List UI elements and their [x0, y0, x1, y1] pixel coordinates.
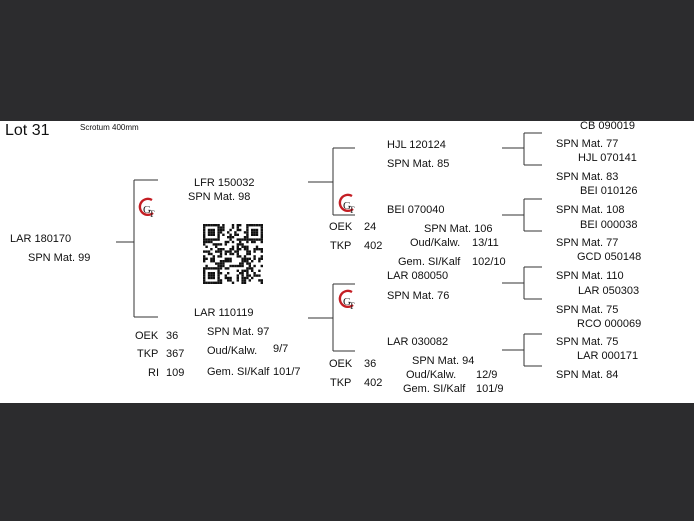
- dam-dam-id: LAR 030082: [387, 336, 449, 348]
- sire-dam-id: BEI 070040: [387, 204, 445, 216]
- dam-sire-spn: SPN Mat. 76: [387, 290, 450, 302]
- ggp-id: BEI 010126: [580, 185, 638, 197]
- dam-dam-gem-value: 101/9: [476, 383, 504, 395]
- dam-dam-spn: SPN Mat. 94: [412, 355, 475, 367]
- dam-gem-label: Gem. SI/Kalf: [207, 366, 270, 378]
- dam-dam-stat-label: TKP: [330, 377, 352, 389]
- sire-dam-oud-label: Oud/Kalw.: [410, 237, 461, 249]
- sire-dam-stat-label: OEK: [329, 221, 353, 233]
- dam-dam-stat-value: 36: [364, 358, 377, 370]
- dam-stat-value: 36: [166, 330, 179, 342]
- ggp-spn: SPN Mat. 75: [556, 304, 619, 316]
- sire-dam-spn: SPN Mat. 106: [424, 223, 493, 235]
- dam-spn: SPN Mat. 97: [207, 326, 270, 338]
- sire-dam-stat-label: TKP: [330, 240, 352, 252]
- sire-dam-stat-value: 24: [364, 221, 377, 233]
- dam-stat-label: RI: [148, 367, 159, 379]
- ggp-id: LAR 000171: [577, 350, 639, 362]
- ggp-id: LAR 050303: [578, 285, 640, 297]
- sire-spn: SPN Mat. 98: [188, 191, 251, 203]
- lot-number: Lot 31: [5, 122, 50, 139]
- breeder-logo-icon: G T: [338, 193, 355, 215]
- dam-stat-label: TKP: [137, 348, 159, 360]
- ggp-spn: SPN Mat. 84: [556, 369, 619, 381]
- svg-text:G: G: [343, 200, 351, 212]
- sire-dam-oud-value: 13/11: [472, 237, 499, 249]
- ggp-spn: SPN Mat. 110: [556, 270, 624, 282]
- svg-text:T: T: [349, 301, 355, 311]
- sire-sire-spn: SPN Mat. 85: [387, 158, 450, 170]
- ggp-spn: SPN Mat. 77: [556, 138, 619, 150]
- dam-oud-label: Oud/Kalw.: [207, 345, 258, 357]
- breeder-logo-icon: G T: [138, 197, 155, 219]
- svg-text:T: T: [149, 209, 155, 219]
- dam-dam-gem-label: Gem. SI/Kalf: [403, 383, 466, 395]
- svg-text:G: G: [343, 296, 351, 308]
- ggp-spn: SPN Mat. 83: [556, 171, 619, 183]
- sire-id: LFR 150032: [194, 177, 255, 189]
- scrotum-size: Scrotum 400mm: [80, 123, 139, 132]
- pedigree-sheet: Lot 31 Scrotum 400mm LAR 180170 SPN Mat.…: [0, 121, 694, 403]
- dam-sire-id: LAR 080050: [387, 270, 449, 282]
- dam-dam-oud-value: 12/9: [476, 369, 498, 381]
- qr-code: [203, 224, 263, 284]
- dam-stat-label: OEK: [135, 330, 159, 342]
- subject-id: LAR 180170: [10, 233, 72, 245]
- ggp-id: CB 090019: [580, 121, 636, 132]
- sire-dam-stat-value: 402: [364, 240, 383, 252]
- dam-dam-stat-value: 402: [364, 377, 383, 389]
- dam-oud-value: 9/7: [273, 343, 289, 355]
- sire-dam-gem-value: 102/10: [472, 256, 506, 268]
- ggp-spn: SPN Mat. 108: [556, 204, 625, 216]
- dam-gem-value: 101/7: [273, 366, 301, 378]
- sire-dam-gem-label: Gem. SI/Kalf: [398, 256, 461, 268]
- ggp-spn: SPN Mat. 77: [556, 237, 619, 249]
- ggp-id: BEI 000038: [580, 219, 638, 231]
- dam-id: LAR 110119: [194, 307, 254, 319]
- sire-sire-id: HJL 120124: [387, 139, 446, 151]
- dam-dam-stat-label: OEK: [329, 358, 353, 370]
- svg-text:T: T: [349, 205, 355, 215]
- dam-stat-value: 109: [166, 367, 185, 379]
- ggp-spn: SPN Mat. 75: [556, 336, 619, 348]
- breeder-logo-icon: G T: [338, 289, 355, 311]
- subject-spn: SPN Mat. 99: [28, 252, 91, 264]
- ggp-id: HJL 070141: [578, 152, 637, 164]
- dam-stat-value: 367: [166, 348, 185, 360]
- dam-dam-oud-label: Oud/Kalw.: [406, 369, 457, 381]
- pedigree-lines: [116, 132, 542, 367]
- ggp-id: RCO 000069: [577, 318, 642, 330]
- ggp-id: GCD 050148: [577, 251, 642, 263]
- svg-text:G: G: [143, 204, 151, 216]
